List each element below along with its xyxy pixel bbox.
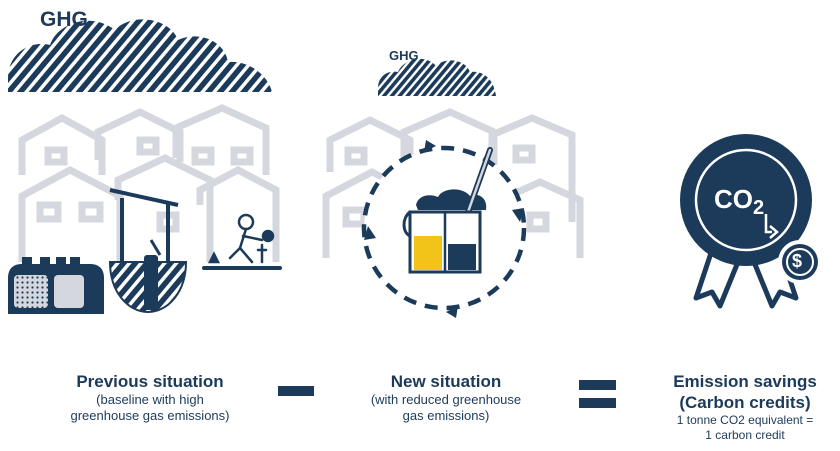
new-desc-line1: (with reduced greenhouse xyxy=(370,392,522,407)
minus-icon xyxy=(278,386,314,396)
cookstove-icon xyxy=(8,257,104,314)
new-desc-line2: gas emissions) xyxy=(402,408,490,423)
savings-caption: Emission savings (Carbon credits) 1 tonn… xyxy=(654,371,836,443)
ghg-cloud-icon xyxy=(378,58,496,96)
well-icon xyxy=(108,188,188,314)
cooking-pot-icon xyxy=(402,147,493,274)
previous-desc-line2: greenhouse gas emissions) xyxy=(70,408,230,423)
savings-note-line1: 1 tonne CO2 equivalent = xyxy=(676,413,814,427)
dollar-symbol: $ xyxy=(792,251,803,271)
person-cooking-icon xyxy=(202,213,282,270)
co2-badge-icon xyxy=(680,134,812,309)
co2-subscript: 2 xyxy=(753,197,765,219)
ghg-label-small: GHG xyxy=(389,48,419,63)
equals-icon xyxy=(579,380,616,408)
savings-note-line2: 1 carbon credit xyxy=(705,428,785,442)
ghg-cloud-icon xyxy=(8,19,272,92)
previous-title: Previous situation xyxy=(76,372,224,391)
ghg-label-large: GHG xyxy=(40,8,88,31)
previous-caption: Previous situation (baseline with high g… xyxy=(40,371,260,424)
co2-badge-text: CO2 xyxy=(714,184,764,219)
new-caption: New situation (with reduced greenhouse g… xyxy=(336,371,556,424)
co2-text: CO xyxy=(714,184,753,214)
houses-icon xyxy=(18,104,280,262)
savings-title-line1: Emission savings xyxy=(673,372,817,391)
savings-title-line2: (Carbon credits) xyxy=(679,393,811,412)
previous-desc-line1: (baseline with high xyxy=(96,392,204,407)
dollar-coin-icon xyxy=(778,240,822,284)
new-title: New situation xyxy=(390,372,502,391)
